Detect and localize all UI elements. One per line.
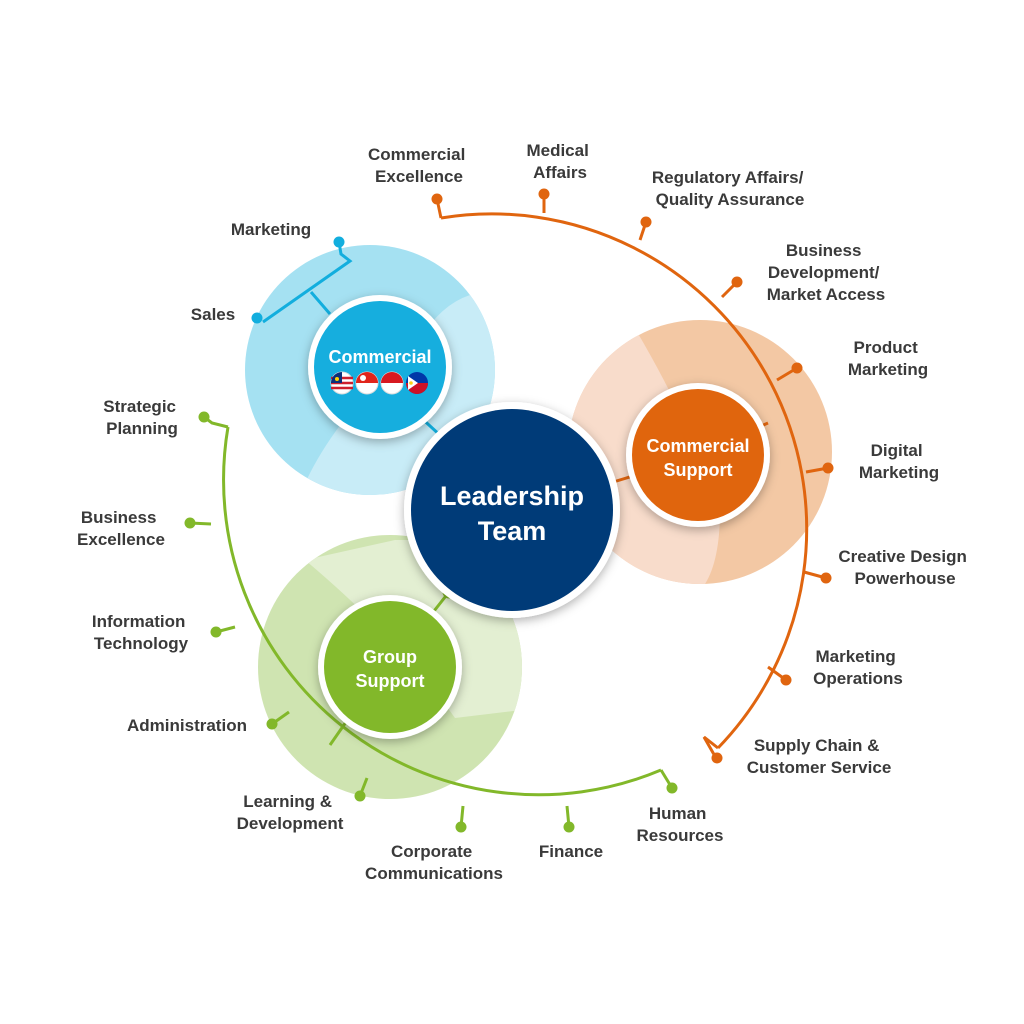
administration-label: Administration [127, 716, 247, 735]
learning-development-label: Learning & Development [237, 792, 344, 833]
commercial-hub-label: Commercial [328, 347, 431, 367]
leadership-team-label-line1: Leadership [440, 481, 584, 511]
commercial-support-arc [440, 212, 809, 750]
commercial-excellence-label: Commercial Excellence [368, 145, 470, 186]
strategic-planning-label: Strategic Planning [103, 397, 180, 438]
group-support-hub-label-line1: Group [363, 647, 417, 667]
information-technology-label: Information Technology [92, 612, 190, 653]
human-resources-label: Human Resources [637, 804, 724, 845]
digital-marketing-label: Digital Marketing [859, 441, 939, 482]
supply-chain-label: Supply Chain & Customer Service [747, 736, 892, 777]
philippines-flag-icon [406, 372, 428, 394]
marketing-operations-label: Marketing Operations [813, 647, 903, 688]
commercial-hub[interactable] [308, 295, 452, 439]
finance-label: Finance [539, 842, 603, 861]
sales-label: Sales [191, 305, 235, 324]
commercial-support-hub-label-line2: Support [664, 460, 733, 480]
business-excellence-label: Business Excellence [77, 508, 165, 549]
indonesia-flag-icon [380, 371, 404, 395]
commercial-support-arc-end-hook [702, 735, 719, 759]
regulatory-affairs-label: Regulatory Affairs/ Quality Assurance [652, 168, 808, 209]
commercial-support-hub-label-line1: Commercial [646, 436, 749, 456]
corporate-communications-label: Corporate Communications [365, 842, 503, 883]
group-support-functions: Strategic Planning Business Excellence I… [77, 397, 723, 883]
medical-affairs-label: Medical Affairs [526, 141, 593, 182]
group-support-hub-label-line2: Support [356, 671, 425, 691]
commercial-support-hub[interactable] [626, 383, 770, 527]
creative-design-powerhouse-label: Creative Design Powerhouse [838, 547, 971, 588]
business-development-label: Business Development/ Market Access [767, 241, 885, 304]
marketing-label: Marketing [231, 220, 311, 239]
malaysia-flag-icon [330, 371, 354, 395]
leadership-team-label-line2: Team [478, 516, 547, 546]
leadership-team-hub[interactable] [404, 402, 620, 618]
commercial-support-functions: Commercial Excellence Medical Affairs Re… [368, 141, 971, 777]
group-support-hub[interactable] [318, 595, 462, 739]
singapore-flag-icon [355, 371, 379, 395]
product-marketing-label: Product Marketing [848, 338, 928, 379]
